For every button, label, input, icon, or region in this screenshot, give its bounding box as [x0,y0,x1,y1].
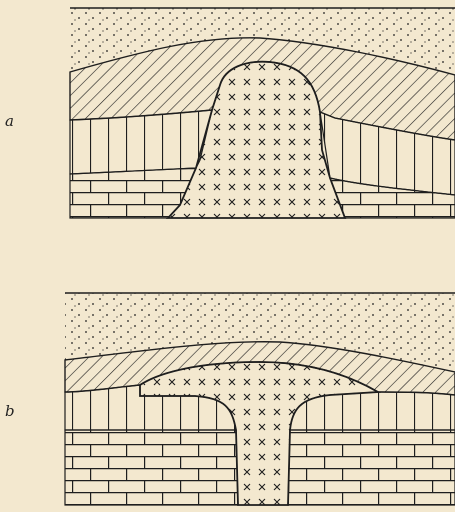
panel-b-vertical-layer-right [290,392,455,430]
panel-label-a: a [5,112,14,130]
panel-a-diagram [70,8,455,218]
panel-a-vertical-layer-left [70,110,212,174]
panel-b-brick-layer-right [288,430,455,505]
panel-label-b: b [5,402,15,420]
panel-b-brick-layer-left [65,430,238,505]
panel-b-diagram [65,293,455,505]
